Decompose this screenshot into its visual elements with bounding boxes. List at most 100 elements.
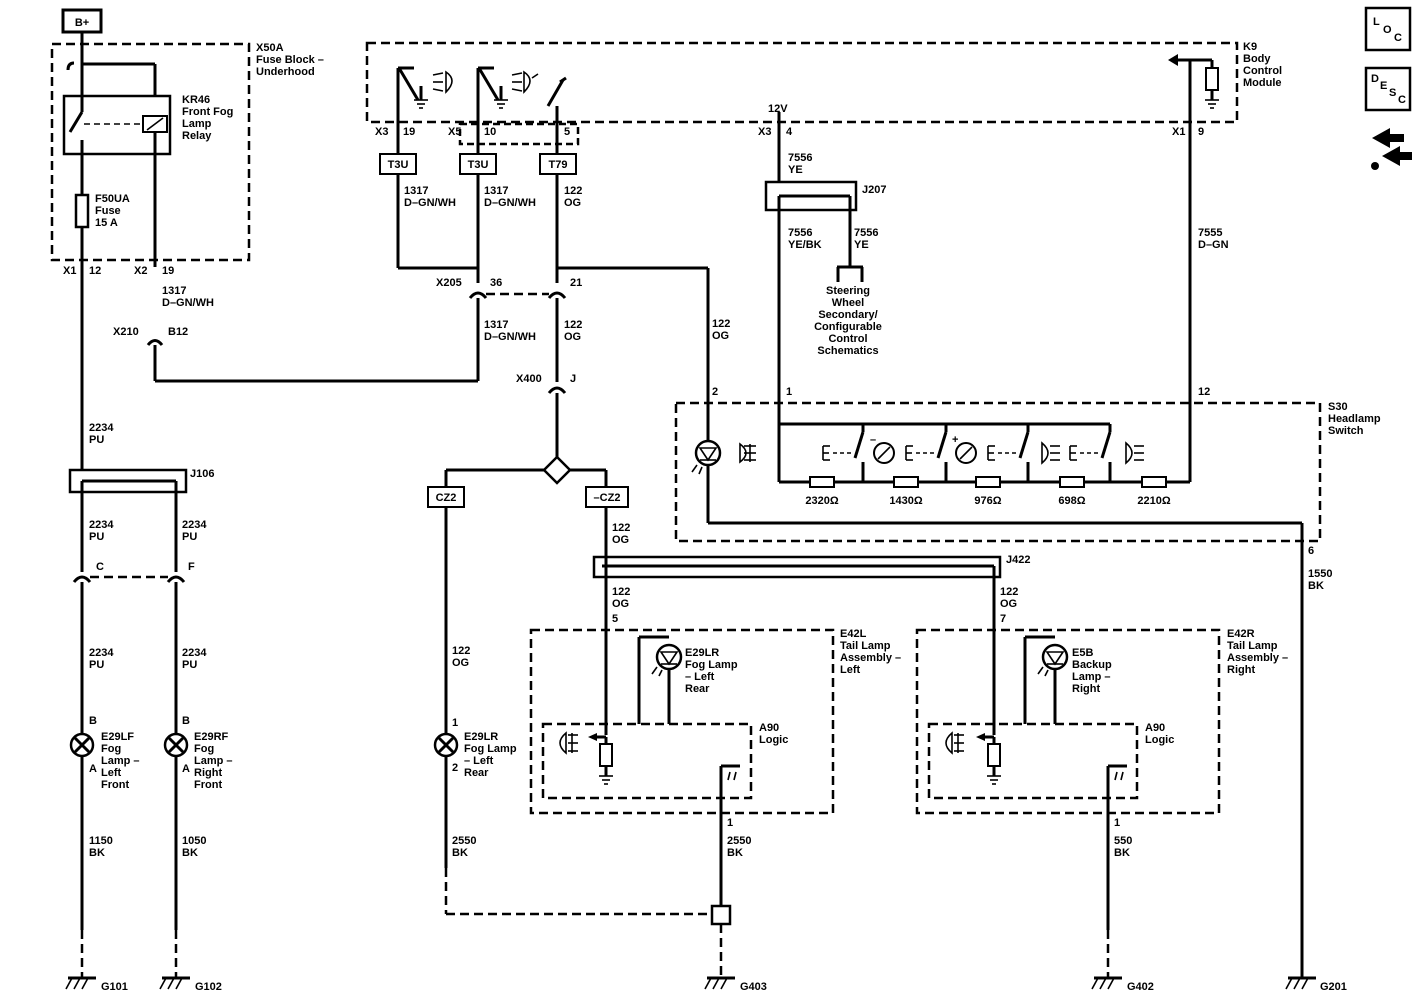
wire-2550-a-label: 2550 bbox=[452, 835, 476, 847]
x205-connector-21 bbox=[547, 291, 567, 299]
e29lf-id: E29LF bbox=[101, 731, 134, 743]
x50a-label-1: Fuse Block – bbox=[256, 54, 324, 66]
wire-2234-e-color: PU bbox=[182, 659, 197, 671]
k9-front-fog-switch bbox=[396, 66, 428, 109]
grounds bbox=[65, 976, 1316, 990]
x1-pin: 12 bbox=[89, 265, 101, 277]
j422-splice-pack bbox=[592, 555, 1002, 579]
lamp-icon-e42l bbox=[651, 643, 683, 677]
connector-f bbox=[166, 575, 186, 583]
connector-c-label: C bbox=[96, 561, 104, 573]
e42r-tail-lamp-assembly bbox=[915, 628, 1221, 815]
resistor-3 bbox=[1059, 476, 1085, 488]
relay-l1: Front Fog bbox=[182, 106, 233, 118]
e42r-logic-internal bbox=[945, 731, 1127, 785]
wire-122-b-color: OG bbox=[564, 331, 581, 343]
j207-label: J207 bbox=[862, 184, 886, 196]
e42r-logic-id: A90 bbox=[1145, 722, 1165, 734]
connector-nav-icon[interactable] bbox=[1371, 128, 1412, 170]
dimmer-icon-mark-1 bbox=[959, 446, 973, 460]
wire-122-d-color: OG bbox=[612, 534, 629, 546]
desc-button[interactable]: D E S C bbox=[1364, 66, 1412, 112]
e42l-lamp-id: E29LR bbox=[685, 647, 719, 659]
k9-output-switch bbox=[546, 76, 567, 107]
wire-122-a: 122 bbox=[564, 185, 582, 197]
wire-2234-d-color: PU bbox=[89, 659, 104, 671]
loc-button[interactable]: L O C bbox=[1364, 6, 1412, 52]
cz2-label: CZ2 bbox=[436, 492, 457, 504]
wire-2234-b-color: PU bbox=[89, 531, 104, 543]
ground-tick-g101-2 bbox=[81, 977, 89, 990]
e29rf-l1: Fog bbox=[194, 743, 214, 755]
wire-1317-a: 1317 bbox=[162, 285, 186, 297]
e29lr-pin1: 1 bbox=[452, 717, 458, 729]
s30-pin6: 6 bbox=[1308, 545, 1314, 557]
wire-1317-c: 1317 bbox=[484, 185, 508, 197]
resistor-label-4: 2210Ω bbox=[1137, 495, 1170, 507]
e42l-logic-internal bbox=[559, 731, 740, 785]
e42r-lamp-l1: Backup bbox=[1072, 659, 1112, 671]
e29rf-l3: Right bbox=[194, 767, 222, 779]
wire-122-f: 122 bbox=[1000, 586, 1018, 598]
j207-splice-pack bbox=[764, 180, 858, 212]
k9-x3b: X3 bbox=[758, 126, 771, 138]
s30-indicator-lamp bbox=[691, 439, 722, 475]
connector-f-label: F bbox=[188, 561, 195, 573]
wire-122-d: 122 bbox=[612, 522, 630, 534]
k9-x3b-pin: 4 bbox=[786, 126, 793, 138]
e42l-l1: Tail Lamp bbox=[840, 640, 891, 652]
lamp-icon-e29lr bbox=[433, 732, 459, 758]
wire-2234-c-color: PU bbox=[182, 531, 197, 543]
e42r-l2: Assembly – bbox=[1227, 652, 1288, 664]
wire-550-color: BK bbox=[1114, 847, 1130, 859]
wire-7556-b-color: YE/BK bbox=[788, 239, 822, 251]
j106-splice-pack bbox=[68, 468, 188, 494]
wire-2550-b-label: 2550 bbox=[727, 835, 751, 847]
e29rf-l2: Lamp – bbox=[194, 755, 233, 767]
j106-label: J106 bbox=[190, 468, 214, 480]
wire-2234-a-color: PU bbox=[89, 434, 104, 446]
e29lf-pin-a: A bbox=[89, 763, 97, 775]
x50a-label: X50A bbox=[256, 42, 284, 54]
switch-blade-3 bbox=[1018, 431, 1030, 459]
steering-l2: Wheel bbox=[832, 297, 864, 309]
wire-1150-label: 1150 bbox=[89, 835, 113, 847]
e29lf-l4: Front bbox=[101, 779, 129, 791]
e29rf-l4: Front bbox=[194, 779, 222, 791]
wire-7556-b: 7556 bbox=[788, 227, 812, 239]
s30-fog-icon bbox=[739, 442, 756, 464]
e29rf-pin-a: A bbox=[182, 763, 190, 775]
wire-122-a-color: OG bbox=[564, 197, 581, 209]
wire-7556-c-color: YE bbox=[854, 239, 869, 251]
e42r-id: E42R bbox=[1227, 628, 1255, 640]
k9-x3a: X3 bbox=[375, 126, 388, 138]
wire-1150-color: BK bbox=[89, 847, 105, 859]
wire-122-f-color: OG bbox=[1000, 598, 1017, 610]
wire-122-c-color: OG bbox=[712, 330, 729, 342]
e29lr-id: E29LR bbox=[464, 731, 498, 743]
k9-x3a-pin: 19 bbox=[403, 126, 415, 138]
e42r-l3: Right bbox=[1227, 664, 1255, 676]
e29lr-l2: – Left bbox=[464, 755, 494, 767]
ground-tick-g102-2 bbox=[175, 977, 183, 990]
wire-122-e-color: OG bbox=[612, 598, 629, 610]
x50a-fuse-block bbox=[50, 42, 251, 262]
e42r-logic-label: Logic bbox=[1145, 734, 1174, 746]
x210-pin: B12 bbox=[168, 326, 188, 338]
desc-e: E bbox=[1380, 80, 1387, 92]
ground-tick-g101-1 bbox=[73, 977, 81, 990]
k9-body-control-module bbox=[365, 41, 1239, 124]
fog-icon-3 bbox=[1125, 441, 1133, 465]
wire-7556-color: YE bbox=[788, 164, 803, 176]
bplus-label: B+ bbox=[75, 17, 89, 29]
switch-blade-4 bbox=[1100, 431, 1112, 459]
wire-2234-e-label: 2234 bbox=[182, 647, 207, 659]
t3u-a: T3U bbox=[388, 159, 409, 171]
wire-122-b-label: 122 bbox=[564, 319, 582, 331]
steering-l4: Configurable bbox=[814, 321, 882, 333]
e42r-lamp-id: E5B bbox=[1072, 647, 1093, 659]
bus-tap bbox=[66, 61, 75, 71]
s30-headlamp-switch bbox=[674, 401, 1322, 543]
resistor-0 bbox=[809, 476, 835, 488]
